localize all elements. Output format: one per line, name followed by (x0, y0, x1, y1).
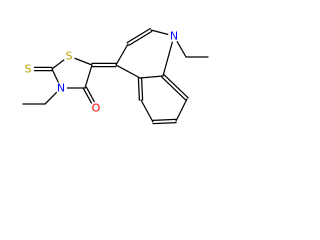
ring-bond (115, 64, 141, 79)
carbonyl-double-bond (82, 88, 93, 104)
aromatic-bond (152, 121, 177, 125)
ring-double-bond (128, 30, 153, 46)
aromatic-bond (137, 77, 141, 101)
atom-label-s-thione: S (25, 63, 32, 76)
ring-bond (51, 59, 65, 70)
atom-label-layer: N S S N O (25, 30, 179, 115)
ring-bond (162, 41, 173, 77)
aromatic-bond (161, 76, 187, 101)
aromatic-bond (140, 77, 144, 101)
ring-bond (84, 64, 93, 89)
ethyl-bond (176, 41, 187, 58)
atom-label-o-carbonyl: O (92, 102, 101, 115)
aromatic-bond (163, 74, 189, 99)
ring-bond (150, 29, 169, 35)
atom-label-n-quinoline: N (170, 30, 178, 43)
ring-double-bond (126, 28, 151, 44)
bond-layer (22, 28, 209, 125)
molecule-diagram: N S S N O (22, 28, 209, 125)
carbonyl-double-bond (85, 86, 95, 103)
atom-label-n-ring: N (57, 82, 65, 95)
aromatic-bond (152, 118, 177, 122)
ring-bond (139, 75, 164, 79)
aromatic-bond (175, 98, 188, 122)
ring-bond (74, 57, 93, 66)
ring-bond (51, 68, 59, 83)
aromatic-bond (140, 99, 154, 123)
atom-label-s-ring: S (66, 50, 73, 63)
ethyl-bond (44, 91, 58, 105)
ring-bond (115, 43, 129, 66)
